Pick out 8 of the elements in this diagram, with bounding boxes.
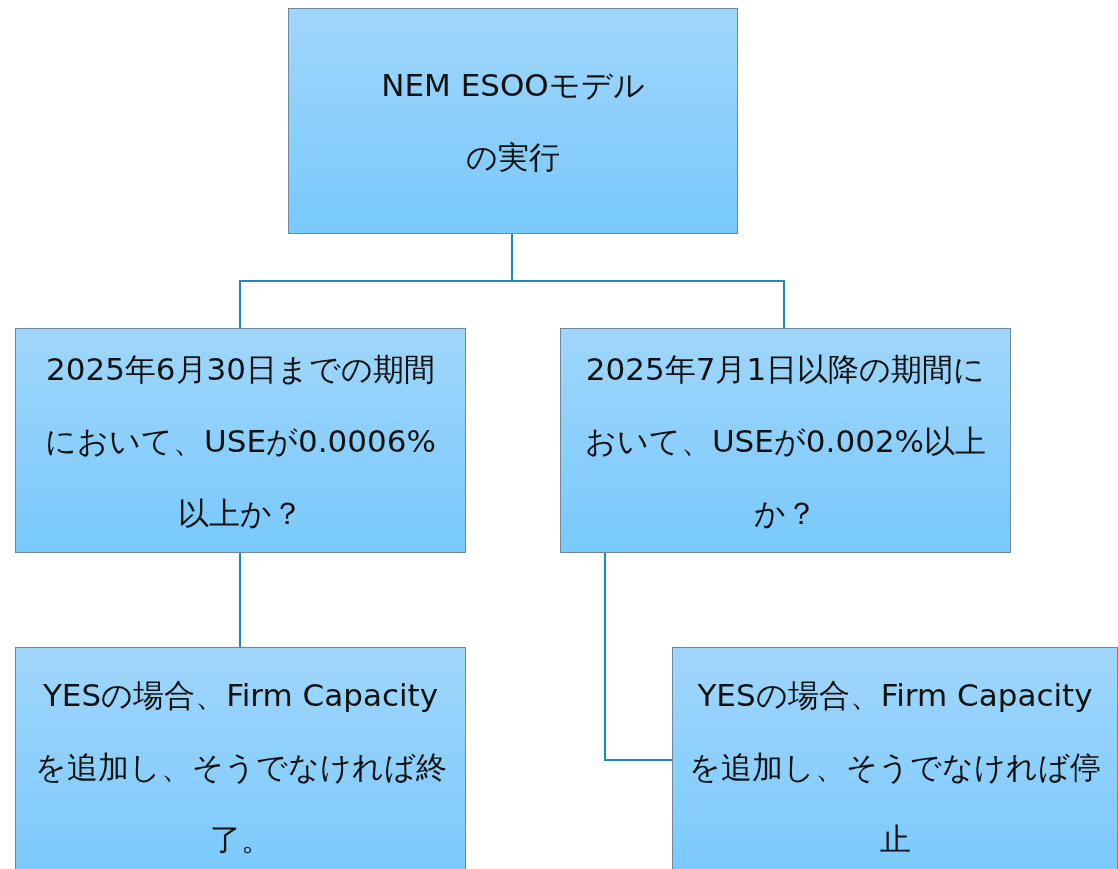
question-box: 2025年7月1日以降の期間において、USEが0.002%以上か？ (560, 328, 1011, 553)
connector-line (239, 552, 241, 648)
connector-line (511, 232, 785, 329)
question-box: 2025年6月30日までの期間において、USEが0.0006%以上か？ (15, 328, 466, 553)
result-box: YESの場合、Firm Capacityを追加し、そうでなければ停止 (672, 647, 1118, 869)
result-box: YESの場合、Firm Capacityを追加し、そうでなければ終了。 (15, 647, 466, 869)
connector-line (604, 552, 673, 761)
process-box: NEM ESOOモデルの実行 (288, 8, 738, 234)
